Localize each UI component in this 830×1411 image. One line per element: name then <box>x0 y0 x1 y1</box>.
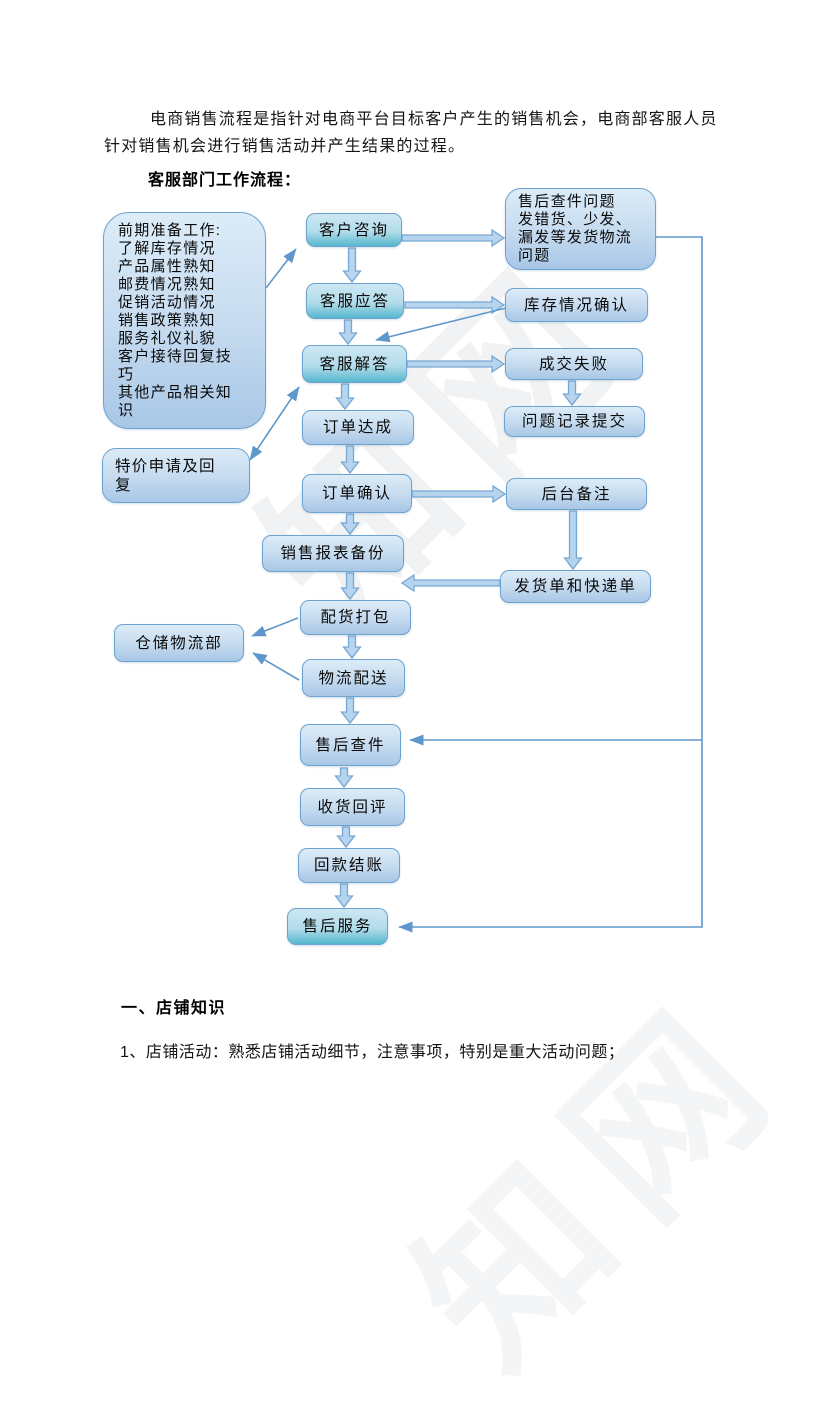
flow-node-customer-inquiry: 客户咨询 <box>306 213 402 247</box>
flow-node-sales-report: 销售报表备份 <box>262 535 404 572</box>
flow-node-problem-log: 问题记录提交 <box>504 406 645 437</box>
arrow-shipping-list-to-main-column <box>400 573 501 593</box>
arrow-order-confirm-to-backend-note <box>411 484 507 504</box>
flow-node-backend-note: 后台备注 <box>506 478 647 510</box>
flow-node-logistics: 物流配送 <box>302 659 405 697</box>
flow-node-preparation: 前期准备工作: 了解库存情况 产品属性熟知 邮费情况熟知 促销活动情况 销售政策… <box>103 212 266 429</box>
flow-node-stock-confirm: 库存情况确认 <box>505 288 648 322</box>
arrow-order-done-to-order-confirm <box>340 445 360 475</box>
arrow-stock-confirm-to-answer <box>375 307 507 343</box>
arrow-inquiry-to-aftersale-issue <box>401 228 506 248</box>
arrow-prep-to-inquiry <box>265 248 297 289</box>
arrow-payment-settle-to-aftersale-service <box>334 883 354 909</box>
arrow-logistics-to-warehouse <box>252 652 300 681</box>
flow-node-service-answer: 客服解答 <box>302 345 407 383</box>
arrow-packing-to-warehouse <box>251 617 299 637</box>
arrow-sales-report-to-packing <box>340 572 360 601</box>
flow-node-packing: 配货打包 <box>300 600 411 635</box>
arrow-answer-to-deal-fail <box>406 354 506 374</box>
flow-node-shipping-list: 发货单和快递单 <box>500 570 651 603</box>
flow-node-aftersale-service: 售后服务 <box>287 908 388 945</box>
flowchart-connectors <box>249 228 703 933</box>
flow-node-special-price: 特价申请及回 复 <box>102 448 250 503</box>
flow-node-service-reply: 客服应答 <box>306 283 404 319</box>
arrow-packing-to-logistics <box>342 635 362 660</box>
arrow-reply-to-answer <box>338 319 358 346</box>
flow-node-deal-fail: 成交失败 <box>505 348 643 380</box>
arrow-inquiry-to-reply <box>342 247 362 284</box>
document-page: 知网 知网 电商销售流程是指针对电商平台目标客户产生的销售机会，电商部客服人员 … <box>102 111 822 1402</box>
arrow-receipt-review-to-payment-settle <box>336 826 356 849</box>
connector-aftersale-issue-to-aftersale-service <box>398 236 703 933</box>
flow-node-receipt-review: 收货回评 <box>300 788 405 826</box>
flow-node-aftersale-issue: 售后查件问题 发错货、少发、 漏发等发货物流 问题 <box>505 188 656 270</box>
flowchart-heading: 客服部门工作流程： <box>148 172 302 189</box>
arrow-logistics-to-aftersale-check <box>340 697 360 725</box>
flow-node-payment-settle: 回款结账 <box>298 848 400 883</box>
flow-node-aftersale-check: 售后查件 <box>300 724 401 766</box>
section-item: 1、店铺活动：熟悉店铺活动细节，注意事项，特别是重大活动问题； <box>120 1044 625 1061</box>
intro-paragraph: 电商销售流程是指针对电商平台目标客户产生的销售机会，电商部客服人员 针对销售机会… <box>104 111 718 155</box>
arrow-deal-fail-to-problem-log <box>562 380 582 407</box>
flow-node-order-confirm: 订单确认 <box>302 474 412 513</box>
arrow-backend-note-to-shipping-list <box>563 510 583 571</box>
arrow-aftersale-check-to-receipt-review <box>334 767 354 789</box>
flow-node-warehouse: 仓储物流部 <box>114 624 244 662</box>
arrow-reply-to-stock-confirm <box>404 295 506 315</box>
flow-node-order-done: 订单达成 <box>302 410 414 445</box>
section-heading: 一、店铺知识 <box>121 1000 227 1017</box>
arrow-answer-to-order-done <box>335 383 355 411</box>
arrow-order-confirm-to-sales-report <box>340 513 360 536</box>
arrow-answer-special-price-twoway <box>249 386 300 461</box>
